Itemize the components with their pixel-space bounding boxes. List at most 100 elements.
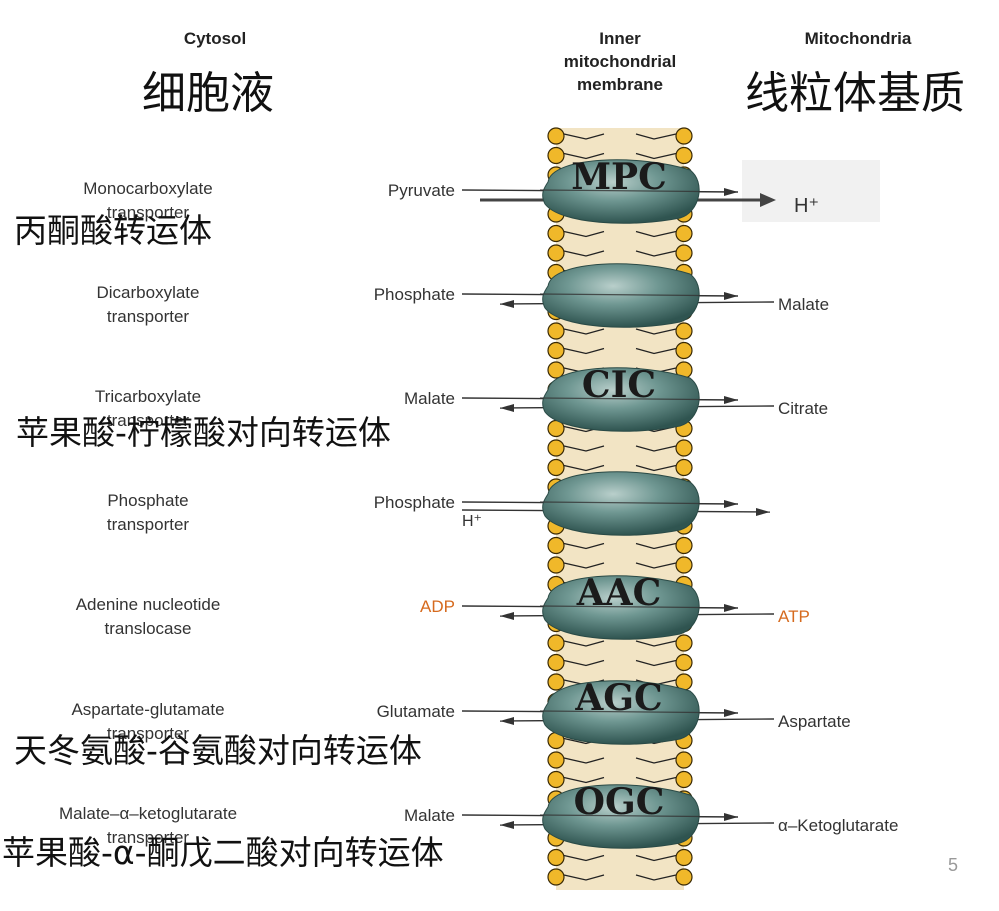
lipid-head-left (547, 751, 565, 769)
transporter-abbreviation: MPC (571, 156, 667, 198)
lipid-tail (563, 230, 605, 238)
lipid-tail (635, 328, 677, 335)
transporter-abbreviation: AAC (576, 572, 662, 614)
transporter-abbreviation: AGC (574, 677, 662, 719)
lipid-tail (635, 250, 677, 257)
lipid-tail (563, 542, 605, 550)
lipid-head-left (547, 439, 565, 457)
arrow-through-protein (539, 397, 701, 401)
arrowhead-into-matrix (724, 500, 738, 508)
lipid-tail (635, 152, 677, 160)
lipid-tail (563, 133, 605, 140)
membrane-header-line3: membrane (577, 75, 663, 94)
lipid-tail (563, 464, 605, 472)
lipid-tail (563, 347, 605, 355)
lipid-head-right (675, 770, 693, 789)
lipid-head-right (675, 439, 693, 457)
arrowhead-out-of-matrix (500, 300, 514, 308)
lipid-tail (635, 776, 677, 784)
arrowhead-into-matrix (724, 396, 738, 404)
transporter-name: Adenine nucleotide (76, 595, 221, 614)
lipid-tail (635, 464, 677, 472)
cytosol-header-cn: 细胞液 (142, 68, 274, 119)
transporter-row: OGCMalate–α–ketoglutaratetransporter苹果酸-… (2, 781, 898, 872)
lipid-tail (563, 152, 605, 160)
transporter-name-line2: transporter (107, 411, 190, 430)
lipid-head-right (675, 536, 693, 555)
matrix-header-cn: 线粒体基质 (745, 68, 965, 119)
arrowhead-out-of-matrix (500, 612, 514, 620)
matrix-header: Mitochondria (805, 29, 912, 48)
transport-protein (542, 784, 700, 849)
transporter-name-line2: translocase (105, 619, 192, 638)
lipid-head-right (675, 341, 693, 360)
arrowhead-into-matrix (724, 813, 738, 821)
lipid-head-left (547, 634, 565, 652)
transporter-name-cn: 苹果酸-α-酮戊二酸对向转运体 (2, 833, 444, 872)
matrix-substrate: ATP (778, 607, 810, 626)
transport-protein (542, 367, 700, 432)
transporter-name: Aspartate-glutamate (71, 700, 224, 719)
arrowhead-proton-cotransport (760, 193, 776, 207)
arrowhead-out-of-matrix (500, 404, 514, 412)
transporter-rows: MPCMonocarboxylatetransporter丙酮酸转运体Pyruv… (2, 156, 898, 872)
cytosol-substrate: ADP (420, 597, 455, 616)
lipid-head-left (547, 848, 565, 867)
arrowhead-into-matrix (724, 604, 738, 612)
matrix-substrate: Malate (778, 295, 829, 314)
lipid-tail (635, 542, 677, 550)
arrow-through-protein (539, 293, 701, 297)
lipid-tail (635, 562, 677, 569)
lipid-head-left (547, 244, 565, 262)
arrowhead-into-matrix (724, 188, 738, 196)
lipid-tail (635, 445, 677, 452)
transporter-row: AGCAspartate-glutamatetransporter天冬氨酸-谷氨… (14, 677, 851, 770)
transporter-name: Phosphate (107, 491, 188, 510)
cotransported-ion: H⁺ (462, 513, 482, 530)
cytosol-substrate: Malate (404, 389, 455, 408)
lipid-tail (563, 659, 605, 667)
lipid-tail (635, 230, 677, 238)
transport-protein (542, 471, 700, 536)
transporter-name: Tricarboxylate (95, 387, 201, 406)
lipid-head-right (675, 146, 693, 165)
cytosol-substrate: Pyruvate (388, 181, 455, 200)
transporter-abbreviation: OGC (574, 781, 665, 823)
transporter-name-line2: transporter (107, 307, 190, 326)
lipid-tail (635, 640, 677, 647)
lipid-head-right (675, 322, 693, 340)
lipid-tail (563, 854, 605, 862)
mpc-output-box (742, 160, 880, 222)
arrowhead-proton (756, 508, 770, 516)
arrow-through-protein (539, 189, 701, 193)
lipid-head-left (547, 653, 565, 672)
cytosol-substrate: Phosphate (374, 285, 455, 304)
lipid-head-left (547, 224, 565, 243)
transporter-row: AAC Adenine nucleotide translocase ADP ATP (76, 572, 810, 640)
lipid-tail (563, 874, 605, 881)
transporter-name-line2: transporter (107, 724, 190, 743)
transporter-name-line2: transporter (107, 828, 190, 847)
lipid-head-right (675, 868, 693, 886)
arrow-through-protein (539, 501, 701, 505)
cytosol-substrate: Glutamate (377, 702, 455, 721)
matrix-substrate: Aspartate (778, 712, 851, 731)
transporter-row: CICTricarboxylatetransporter苹果酸-柠檬酸对向转运体… (16, 364, 828, 452)
membrane-header-line1: Inner (599, 29, 641, 48)
lipid-tail (563, 328, 605, 335)
transporter-name: Dicarboxylate (97, 283, 200, 302)
lipid-tail (635, 757, 677, 764)
arrowhead-into-matrix (724, 709, 738, 717)
lipid-head-left (547, 458, 565, 477)
arrow-through-protein (539, 814, 701, 818)
transporter-name-line2: transporter (107, 203, 190, 222)
lipid-head-left (547, 361, 565, 379)
lipid-head-right (675, 653, 693, 672)
cytosol-substrate: Malate (404, 806, 455, 825)
arrow-through-protein (539, 710, 701, 714)
lipid-tail (563, 757, 605, 764)
arrowhead-out-of-matrix (500, 821, 514, 829)
